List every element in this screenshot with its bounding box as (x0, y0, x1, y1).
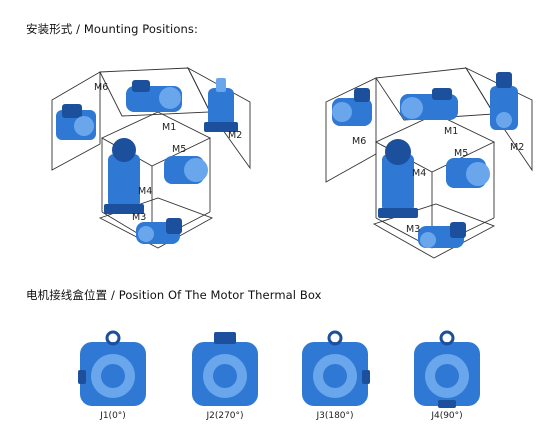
gearmotor-icons-right (332, 72, 518, 248)
heading-separator: / (72, 22, 84, 36)
heading-cn: 安装形式 (26, 22, 73, 36)
label-m3: M3 (132, 212, 146, 223)
label-m6: M6 (94, 82, 108, 93)
label-j2: J2(270°) (206, 411, 244, 421)
label-m5: M5 (454, 148, 468, 159)
mounting-diagram-right: M1 M2 M3 M4 M5 M6 (318, 58, 538, 266)
label-m1: M1 (444, 126, 458, 137)
motor-j4-icon (412, 330, 482, 412)
label-m2: M2 (510, 142, 524, 153)
label-j1: J1(0°) (100, 411, 126, 421)
motor-j1-icon (78, 330, 148, 412)
label-m1: M1 (162, 122, 176, 133)
thermal-box-heading: 电机接线盒位置 / Position Of The Motor Thermal … (26, 287, 322, 303)
face-m6 (51, 71, 101, 171)
motor-j2-icon (190, 330, 260, 412)
label-j3: J3(180°) (316, 411, 354, 421)
motor-j3-icon (300, 330, 370, 412)
label-m4: M4 (412, 168, 426, 179)
label-m5: M5 (172, 144, 186, 155)
heading-en: Mounting Positions: (83, 22, 198, 36)
label-m2: M2 (228, 130, 242, 141)
label-m3: M3 (406, 224, 420, 235)
heading-separator: / (107, 288, 119, 302)
gearmotor-icons-left (56, 78, 238, 244)
label-m4: M4 (138, 186, 152, 197)
label-j4: J4(90°) (431, 411, 463, 421)
heading-en: Position Of The Motor Thermal Box (118, 288, 322, 302)
label-m6: M6 (352, 136, 366, 147)
mounting-positions-heading: 安装形式 / Mounting Positions: (26, 21, 198, 37)
heading-cn: 电机接线盒位置 (26, 288, 108, 302)
mounting-diagram-left: M1 M2 M3 M4 M5 M6 (40, 58, 260, 266)
